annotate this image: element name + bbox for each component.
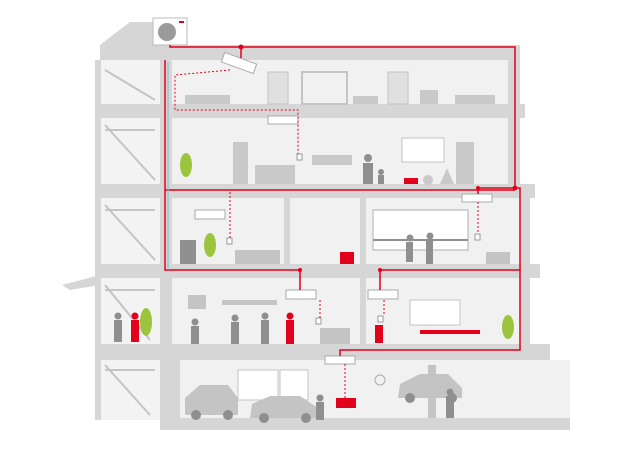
slab-floor-1 (95, 344, 550, 360)
slab-floor-3 (95, 184, 535, 198)
ceiling-cassette-icon (220, 51, 493, 365)
wall-unit-icon (194, 209, 399, 300)
people-garage (316, 388, 454, 420)
floor-1-furniture (188, 295, 480, 344)
people-floor-2 (406, 232, 434, 264)
canopy (62, 275, 100, 290)
building-shell (95, 60, 570, 430)
pipe-junctions (238, 44, 518, 272)
car-icon (185, 374, 462, 423)
slab-floor-4 (95, 104, 525, 118)
ground-slab (160, 418, 570, 430)
clock-icon (374, 374, 386, 386)
people-floor-1 (114, 312, 294, 344)
floor-2-furniture (180, 209, 510, 264)
control-wiring (174, 69, 479, 398)
plant-icon (140, 153, 514, 339)
thermostat-icon (226, 153, 481, 325)
top-floor-furniture (185, 71, 495, 105)
outdoor-unit-icon (152, 17, 188, 46)
people-floor-3 (363, 154, 384, 184)
slab-floor-2 (95, 264, 540, 278)
floor-3-furniture (233, 137, 474, 185)
roof (100, 22, 520, 60)
